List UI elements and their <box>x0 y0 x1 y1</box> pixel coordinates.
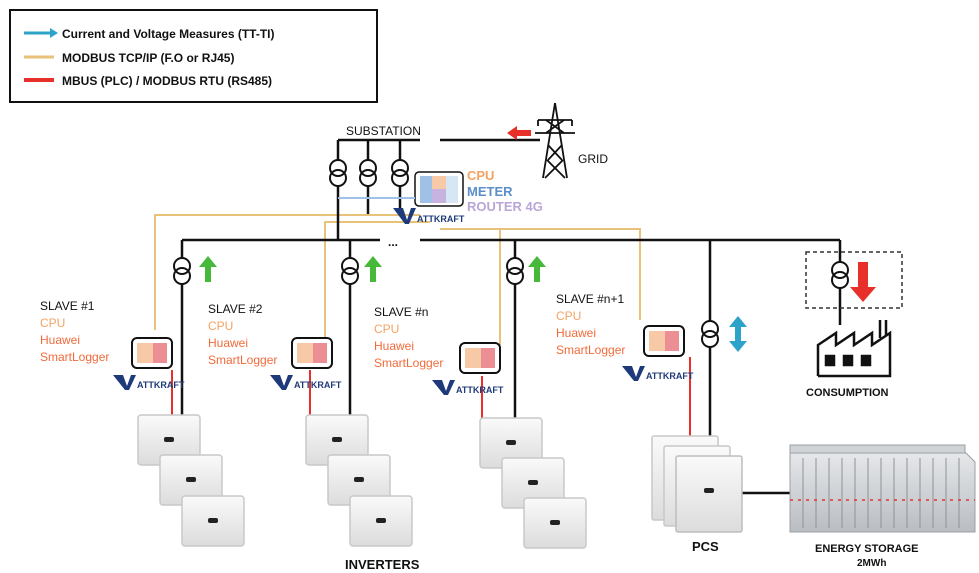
slave-logger-n: ATTKRAFT <box>432 342 504 395</box>
svg-text:SLAVE #1: SLAVE #1 <box>40 299 95 313</box>
inverter-stack-n <box>479 417 587 549</box>
svg-text:Huawei: Huawei <box>208 336 248 350</box>
wattkraft-logo: ATTKRAFT <box>270 375 342 390</box>
substation-cpu-label: CPU <box>467 168 494 183</box>
slave-label-2: SLAVE #2 CPU Huawei SmartLogger <box>208 302 277 367</box>
wattkraft-logo: ATTKRAFT <box>622 366 694 381</box>
legend-item-modbus-tcp: MODBUS TCP/IP (F.O or RJ45) <box>24 51 234 65</box>
legend-label-modbus-tcp: MODBUS TCP/IP (F.O or RJ45) <box>62 51 234 65</box>
energy-storage-label: ENERGY STORAGE <box>815 543 919 555</box>
inverters-label: INVERTERS <box>345 557 420 572</box>
legend: Current and Voltage Measures (TT-TI) MOD… <box>9 9 378 103</box>
svg-text:Huawei: Huawei <box>40 333 80 347</box>
svg-text:ATTKRAFT: ATTKRAFT <box>417 214 465 224</box>
arrow-down-icon <box>850 262 876 302</box>
svg-text:CPU: CPU <box>374 322 399 336</box>
consumption-label: CONSUMPTION <box>806 387 889 399</box>
transmission-tower-icon <box>535 102 575 179</box>
svg-text:ATTKRAFT: ATTKRAFT <box>456 385 504 395</box>
slave-label-n: SLAVE #n CPU Huawei SmartLogger <box>374 305 443 370</box>
legend-item-mbus: MBUS (PLC) / MODBUS RTU (RS485) <box>24 74 272 88</box>
transformer-icon <box>391 159 409 187</box>
legend-item-measure: Current and Voltage Measures (TT-TI) <box>24 27 274 41</box>
svg-text:SmartLogger: SmartLogger <box>208 353 277 367</box>
grid-label: GRID <box>578 152 608 166</box>
slave-logger-n1: ATTKRAFT <box>622 325 694 381</box>
svg-text:CPU: CPU <box>40 316 65 330</box>
svg-text:CPU: CPU <box>556 309 581 323</box>
transformer-icon <box>359 159 377 187</box>
mbus-lines <box>171 357 691 442</box>
legend-label-measure: Current and Voltage Measures (TT-TI) <box>62 27 274 41</box>
svg-text:SmartLogger: SmartLogger <box>556 343 625 357</box>
substation-bus <box>180 138 842 495</box>
svg-text:ATTKRAFT: ATTKRAFT <box>646 371 694 381</box>
svg-text:Huawei: Huawei <box>374 339 414 353</box>
svg-text:ATTKRAFT: ATTKRAFT <box>294 380 342 390</box>
transformer-icon <box>173 257 191 285</box>
slave-logger-2: ATTKRAFT <box>270 337 342 390</box>
wattkraft-logo: ATTKRAFT <box>393 208 465 224</box>
bus-ellipsis: ... <box>388 235 398 249</box>
legend-label-mbus: MBUS (PLC) / MODBUS RTU (RS485) <box>62 74 272 88</box>
substation-controller <box>338 171 464 207</box>
slave-label-n1: SLAVE #n+1 CPU Huawei SmartLogger <box>556 292 625 357</box>
svg-text:Huawei: Huawei <box>556 326 596 340</box>
svg-text:SLAVE #n: SLAVE #n <box>374 305 428 319</box>
substation-router-label: ROUTER 4G <box>467 199 543 214</box>
factory-icon <box>816 320 892 378</box>
slave-label-1: SLAVE #1 CPU Huawei SmartLogger <box>40 299 109 364</box>
inverter-stack-2 <box>305 414 413 547</box>
arrow-up-icon <box>199 256 217 282</box>
svg-text:SmartLogger: SmartLogger <box>374 356 443 370</box>
energy-storage-unit <box>789 444 976 533</box>
grid-arrow-icon <box>507 126 531 140</box>
energy-storage-capacity: 2MWh <box>857 558 886 569</box>
svg-text:SLAVE #2: SLAVE #2 <box>208 302 263 316</box>
arrow-up-icon <box>528 256 546 282</box>
svg-text:ATTKRAFT: ATTKRAFT <box>137 380 185 390</box>
svg-text:SmartLogger: SmartLogger <box>40 350 109 364</box>
svg-text:CPU: CPU <box>208 319 233 333</box>
modbus-tcp-lines <box>154 214 641 345</box>
svg-text:SLAVE #n+1: SLAVE #n+1 <box>556 292 624 306</box>
substation-transformers <box>329 159 409 187</box>
substation-label: SUBSTATION <box>346 124 421 138</box>
bidirectional-arrow-icon <box>729 316 747 352</box>
transformer-icon <box>831 261 849 289</box>
legend-box <box>9 9 378 103</box>
wattkraft-logo: ATTKRAFT <box>432 380 504 395</box>
slave-logger-1: ATTKRAFT <box>113 337 185 390</box>
pcs-label: PCS <box>692 539 719 554</box>
transformer-icon <box>329 159 347 187</box>
wattkraft-logo: ATTKRAFT <box>113 375 185 390</box>
transformer-icon <box>341 257 359 285</box>
substation-meter-label: METER <box>467 184 513 199</box>
inverter-stack-1 <box>137 414 245 547</box>
pcs-unit <box>651 435 743 533</box>
transformer-icon <box>506 257 524 285</box>
arrow-up-icon <box>364 256 382 282</box>
transformer-icon <box>701 320 719 348</box>
consumption-box <box>805 251 903 309</box>
